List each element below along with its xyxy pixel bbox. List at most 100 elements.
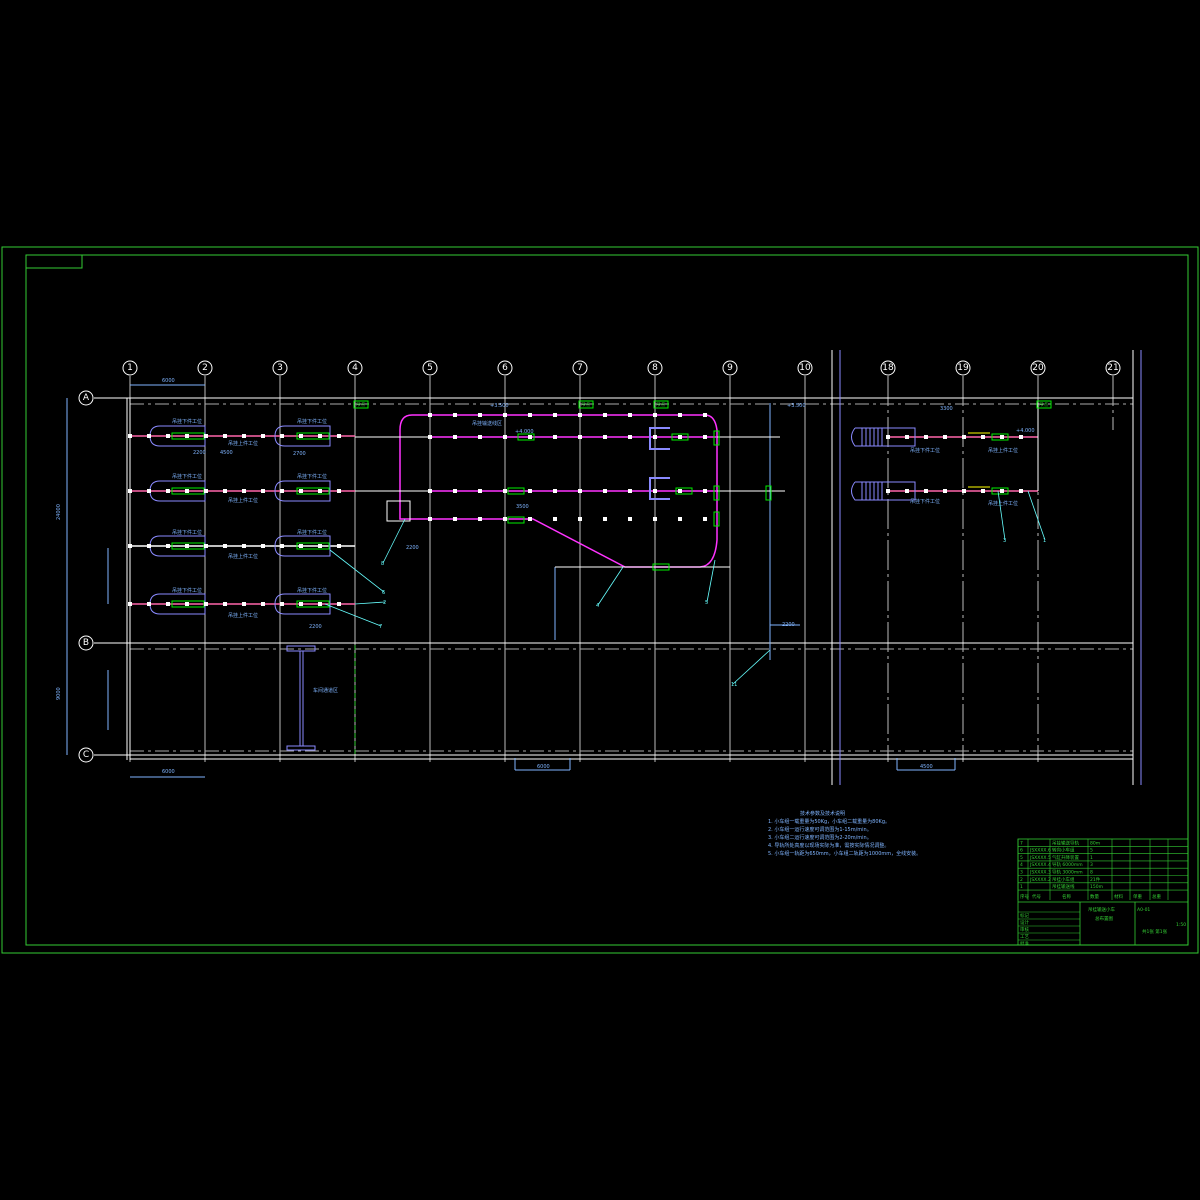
project-name: 吊挂输送小车	[1088, 906, 1115, 913]
track-node	[147, 489, 151, 493]
track-node	[204, 489, 208, 493]
station-label: 吊挂下件工位	[172, 587, 202, 594]
grid-bubble	[572, 360, 588, 376]
track-node	[578, 517, 582, 521]
track-node	[223, 489, 227, 493]
track-node	[337, 602, 341, 606]
track-node	[223, 544, 227, 548]
track-node	[147, 434, 151, 438]
trolley	[765, 485, 772, 501]
track-node	[962, 435, 966, 439]
drawing-number: A0-01	[1137, 907, 1150, 913]
track-node	[223, 434, 227, 438]
track-node	[185, 489, 189, 493]
track-node	[223, 602, 227, 606]
track-node	[503, 413, 507, 417]
bom-cell: 8	[1090, 870, 1093, 876]
station-labels: 吊挂下件工位 吊挂下件工位 吊挂下件工位 吊挂下件工位 吊挂下件工位 吊挂下件工…	[172, 418, 1018, 694]
track-node	[318, 489, 322, 493]
track-node	[703, 413, 707, 417]
bom-header-cell: 单重	[1133, 893, 1142, 900]
bom-header-cell: 名称	[1062, 893, 1071, 900]
trolley	[296, 487, 330, 495]
track-node	[553, 435, 557, 439]
dim-text: 2200	[193, 450, 206, 456]
i-beam-flange	[286, 645, 316, 652]
station-label: 吊挂下件工位	[297, 529, 327, 536]
elev-text: +3.500	[490, 403, 509, 409]
track-node	[1000, 435, 1004, 439]
bom-header-cell: 总重	[1152, 893, 1161, 900]
tag-text: 吊点	[1039, 402, 1048, 408]
grid-bubble	[78, 635, 94, 651]
tag-boxes: 吊点 吊点 吊点 吊点	[353, 400, 1052, 409]
grid-column-label: 21	[1107, 363, 1118, 373]
grid-bubble	[122, 360, 138, 376]
track-node	[528, 435, 532, 439]
grid-column-label: 19	[957, 363, 969, 373]
track-node	[981, 489, 985, 493]
track-node	[299, 434, 303, 438]
grid-column-label: 4	[352, 363, 358, 373]
trolley	[507, 487, 525, 495]
track-node	[924, 489, 928, 493]
dim-text: 24000	[56, 504, 62, 520]
track-node	[981, 435, 985, 439]
track-node	[578, 413, 582, 417]
grid-bubble	[78, 747, 94, 763]
bom-cell: 1	[1090, 855, 1093, 861]
track-node	[280, 434, 284, 438]
scale: 1:50	[1176, 922, 1186, 928]
grid-column-label: 18	[882, 363, 894, 373]
station-label: 吊挂上件工位	[228, 440, 258, 447]
station-label: 吊挂下件工位	[172, 473, 202, 480]
grid-row-label: B	[83, 638, 89, 648]
track-node	[678, 413, 682, 417]
tag-text: 吊点	[356, 402, 365, 408]
leader-line	[706, 559, 716, 603]
track-node	[128, 602, 132, 606]
bom-cell: 3	[1020, 870, 1023, 876]
track-node	[185, 602, 189, 606]
station-label: 吊挂上件工位	[228, 553, 258, 560]
track-node	[428, 435, 432, 439]
track-node	[318, 602, 322, 606]
station-label: 吊挂上件工位	[988, 500, 1018, 507]
track-node	[242, 434, 246, 438]
track-node	[318, 544, 322, 548]
trolley	[713, 430, 720, 446]
grid-column-label: 20	[1032, 363, 1044, 373]
track-node	[678, 435, 682, 439]
inner-frame	[25, 254, 1189, 946]
dim-text: 3500	[516, 504, 529, 510]
grid-row-label: A	[83, 393, 90, 403]
track-node	[628, 413, 632, 417]
track-node	[147, 544, 151, 548]
grid-column-label: 9	[727, 363, 733, 373]
bom-cell: 吊挂小车组	[1052, 876, 1075, 883]
track-node	[337, 544, 341, 548]
lift-station	[386, 500, 411, 522]
track-node	[428, 489, 432, 493]
bom-header-cell: 代号	[1032, 893, 1041, 900]
dimension-texts: 6000 6000 6000 4500 2200 4500 2700 2200 …	[56, 378, 1035, 775]
leader-line	[324, 603, 382, 627]
track-node	[503, 517, 507, 521]
dim-text: 4500	[920, 764, 933, 770]
bom-cell: 5	[1090, 848, 1093, 854]
track-node	[242, 602, 246, 606]
leader-line	[732, 649, 771, 685]
track-node	[553, 517, 557, 521]
notes-title: 技术参数及技术说明	[800, 810, 845, 817]
callout-number: 8	[381, 561, 384, 567]
dim-text: 6000	[162, 769, 175, 775]
track-node	[166, 602, 170, 606]
leader-line	[997, 490, 1006, 541]
title-row-label: 批准	[1020, 940, 1029, 947]
sheet-count: 共1张 第1张	[1142, 928, 1168, 935]
grid-bubble	[347, 360, 363, 376]
drawing-name: 总布置图	[1095, 915, 1113, 922]
station-label: 吊挂下件工位	[172, 529, 202, 536]
trolley	[991, 433, 1009, 441]
